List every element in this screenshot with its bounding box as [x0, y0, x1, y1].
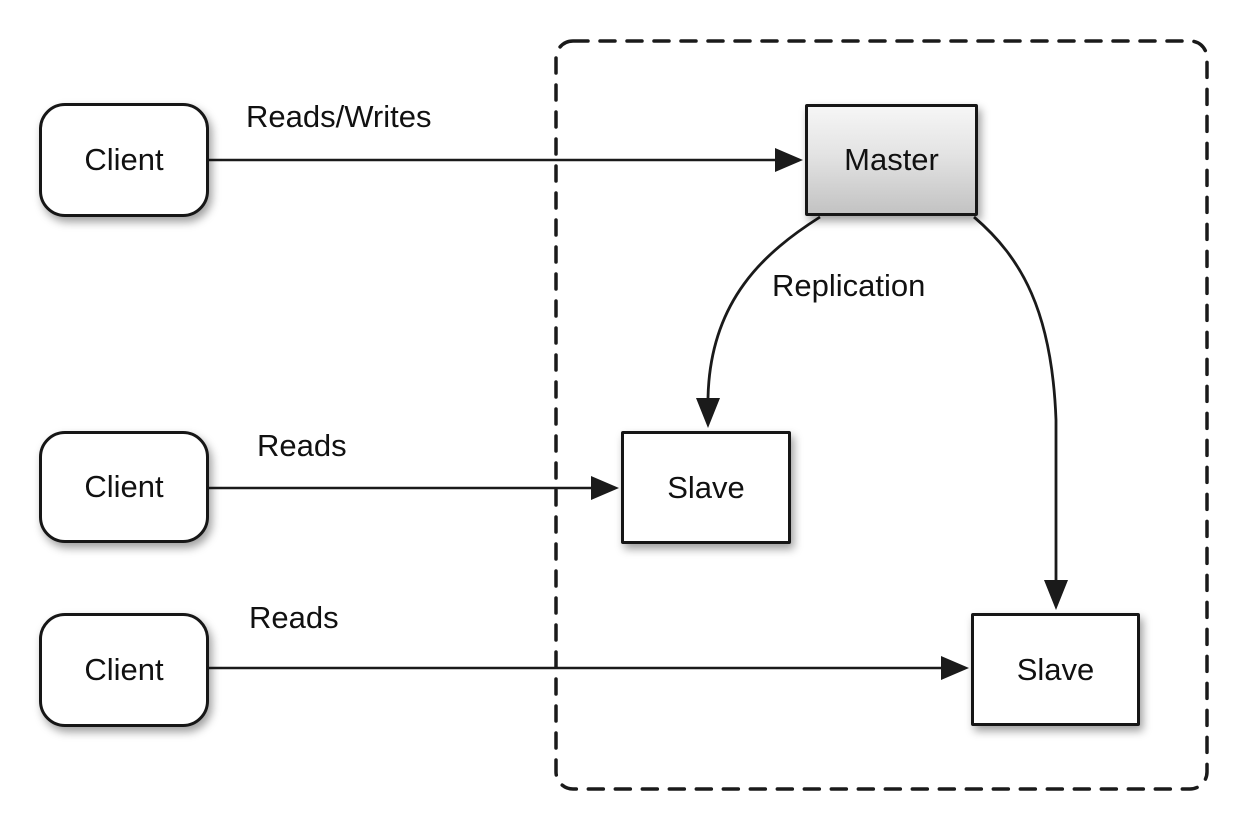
client-node-3-label: Client [84, 652, 164, 687]
slave-node-1: Slave [621, 431, 791, 544]
client-node-2: Client [39, 431, 209, 543]
arrow-client3-slave2 [209, 656, 969, 680]
slave-node-2-label: Slave [1016, 651, 1095, 687]
client-node-2-label: Client [84, 469, 164, 504]
edge-label-replication: Replication [772, 268, 926, 303]
client-node-1: Client [39, 103, 209, 217]
edge-label-reads-slave2: Reads [249, 600, 339, 635]
arrow-client1-master [209, 148, 803, 172]
arrow-client2-slave1 [209, 476, 619, 500]
edge-label-reads-writes: Reads/Writes [246, 99, 432, 134]
edge-label-reads-slave1: Reads [257, 428, 347, 463]
slave-node-2: Slave [971, 613, 1140, 726]
client-node-1-label: Client [84, 142, 164, 177]
master-node: Master [805, 104, 978, 216]
client-node-3: Client [39, 613, 209, 727]
arrow-master-slave1 [696, 215, 821, 428]
arrow-master-slave2 [973, 215, 1068, 610]
slave-node-1-label: Slave [667, 469, 745, 505]
master-node-label: Master [844, 142, 939, 177]
